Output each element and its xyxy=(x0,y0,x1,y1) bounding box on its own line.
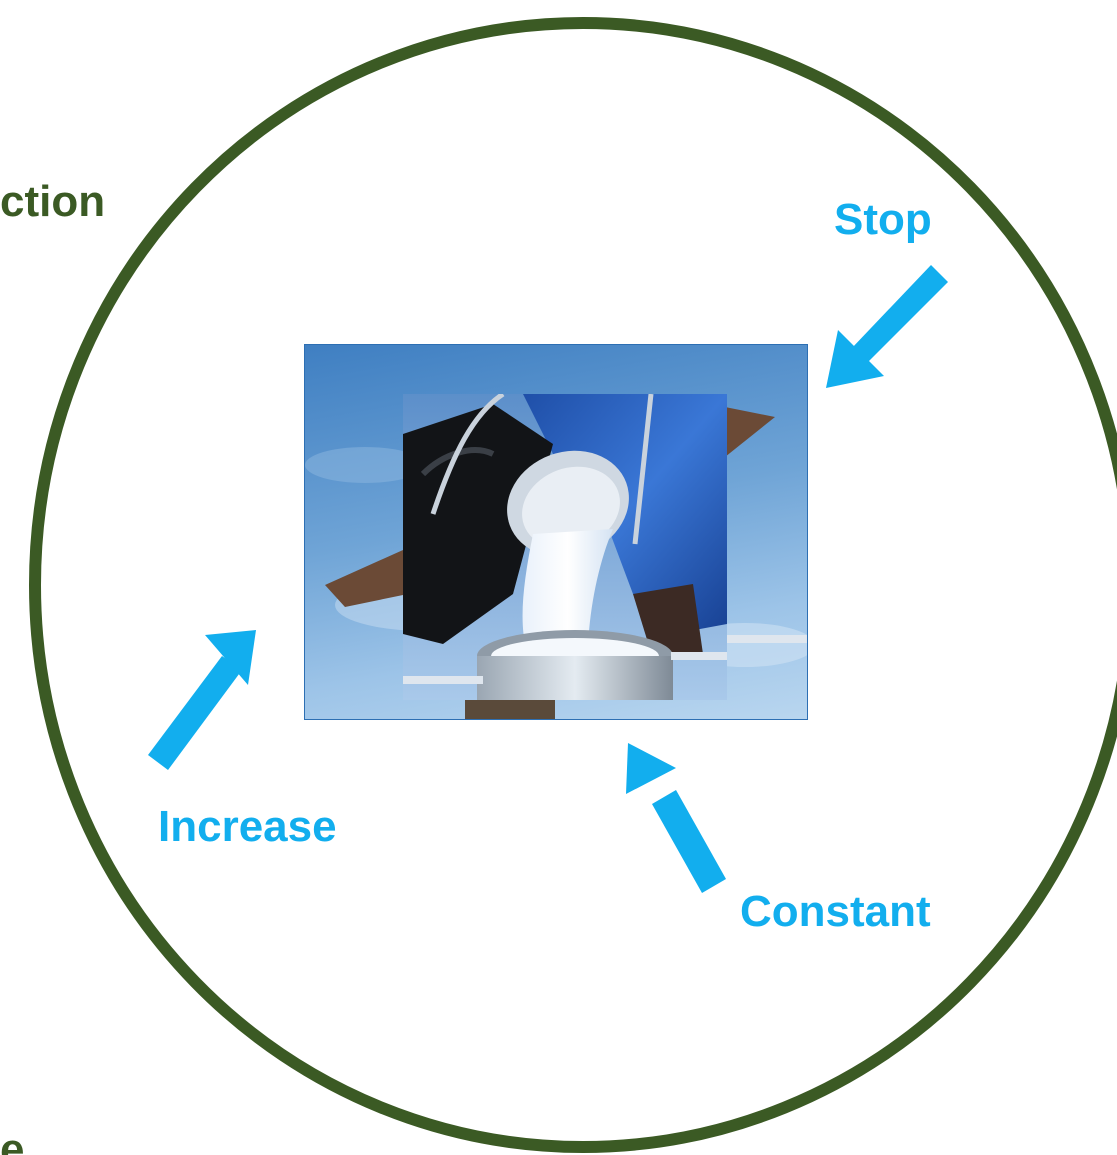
milk-can-drawing xyxy=(403,394,727,700)
label-partial-bottom: e xyxy=(0,1125,25,1155)
arrow-constant xyxy=(626,743,726,893)
label-constant: Constant xyxy=(740,887,931,936)
milk-can-closeup xyxy=(403,394,727,700)
label-stop: Stop xyxy=(834,195,932,244)
outer-ring xyxy=(29,17,1117,1153)
label-increase: Increase xyxy=(158,802,337,851)
arrow-increase xyxy=(148,630,256,770)
arrow-stop xyxy=(826,265,948,388)
label-partial-action: ction xyxy=(0,177,106,226)
milk-pouring-photo xyxy=(304,344,808,720)
